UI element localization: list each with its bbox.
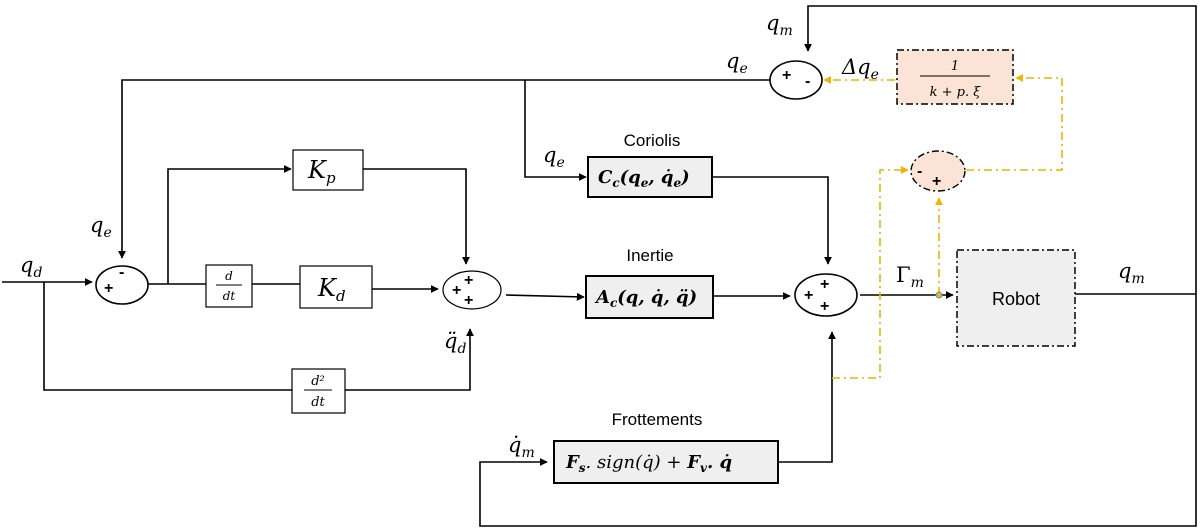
summer-3-plus-top: + (820, 276, 829, 293)
summer-2-plus-top: + (464, 272, 473, 289)
coriolis-expression: Cc(qe, q̇e) (598, 167, 690, 190)
filter-block: 1 k + p. ξ (896, 49, 1014, 105)
robot-block: Robot (956, 249, 1076, 347)
label-qdot-m: q̇m (508, 433, 535, 461)
second-derivative-numerator: d² (311, 374, 325, 389)
summer-1-minus: - (119, 264, 124, 281)
label-gamma-m: Γm (896, 263, 924, 291)
summer-1: - + (95, 264, 149, 305)
derivative-block: d dt (205, 264, 253, 308)
label-delta-qe: Δqe (841, 55, 879, 83)
summer-1-plus: + (104, 280, 113, 297)
summer-3-plus-left: + (804, 287, 813, 304)
wire-frottements-s5 (832, 166, 909, 379)
inertie-expression: Ac(q, q̇, q̈) (594, 287, 697, 310)
summer-5-minus: - (917, 163, 922, 180)
wire-s5-filter (966, 74, 1063, 171)
wire-coriolis-s3 (712, 176, 832, 265)
summer-2: + + + (442, 270, 502, 310)
label-qe-top: qe (726, 49, 748, 77)
derivative-denominator: dt (223, 289, 236, 303)
wire-s1-kp (167, 165, 292, 284)
signal-wires (2, 5, 1197, 527)
wire-output-qdot-feedback (479, 294, 1197, 527)
second-derivative-denominator: dt (311, 395, 325, 410)
frottements-expression: Fs. sign(q̇) + Fv. q̇ (565, 452, 732, 475)
kd-gain-block: Kd (299, 265, 373, 309)
kp-label: Kp (307, 156, 336, 187)
coriolis-block: Cc(qe, q̇e) (587, 156, 713, 198)
wire-s2-inertie (505, 292, 585, 301)
summer-3-plus-bottom: + (820, 298, 829, 315)
summer-2-plus-bottom: + (464, 292, 473, 309)
label-qm-top: qm (766, 11, 793, 39)
label-qm-output: qm (1118, 259, 1145, 287)
wire-deriv2-s2 (345, 328, 474, 391)
derivative-numerator: d (225, 269, 233, 283)
inertie-block: Ac(q, q̇, q̈) (585, 275, 714, 319)
wire-qe-feedback (118, 79, 770, 259)
gamma-junction-dot (935, 291, 943, 299)
filter-numerator: 1 (951, 59, 959, 74)
summer-2-plus-left: + (452, 282, 461, 299)
label-qe-coriolis: qe (543, 143, 565, 171)
coriolis-title: Coriolis (624, 131, 681, 150)
summer-4-plus: + (782, 67, 791, 84)
summer-5-plus: + (932, 173, 941, 190)
frottements-block: Fs. sign(q̇) + Fv. q̇ (553, 440, 779, 484)
wire-qe-coriolis (524, 80, 587, 181)
label-qe-left: qe (90, 213, 112, 241)
observer-wires (823, 74, 1063, 379)
frottements-title: Frottements (612, 410, 703, 429)
summer-4: + - (769, 60, 823, 100)
summer-4-minus: - (805, 73, 810, 90)
second-derivative-block: d² dt (291, 368, 346, 414)
summer-5: - + (910, 150, 966, 192)
label-qd: qd (20, 253, 42, 281)
filter-denominator: k + p. ξ (930, 85, 982, 100)
wire-frottements-s3 (778, 331, 836, 463)
wire-qd-deriv2 (43, 282, 292, 391)
kd-label: Kd (317, 274, 346, 305)
wire-robot-output-loop (804, 5, 1197, 295)
summer-3: + + + (794, 273, 858, 317)
inertie-title: Inertie (626, 246, 673, 265)
robot-label: Robot (992, 289, 1040, 309)
label-qdd-d: q̈d (444, 329, 466, 357)
kp-gain-block: Kp (292, 149, 364, 191)
wire-kp-s2 (363, 168, 470, 265)
